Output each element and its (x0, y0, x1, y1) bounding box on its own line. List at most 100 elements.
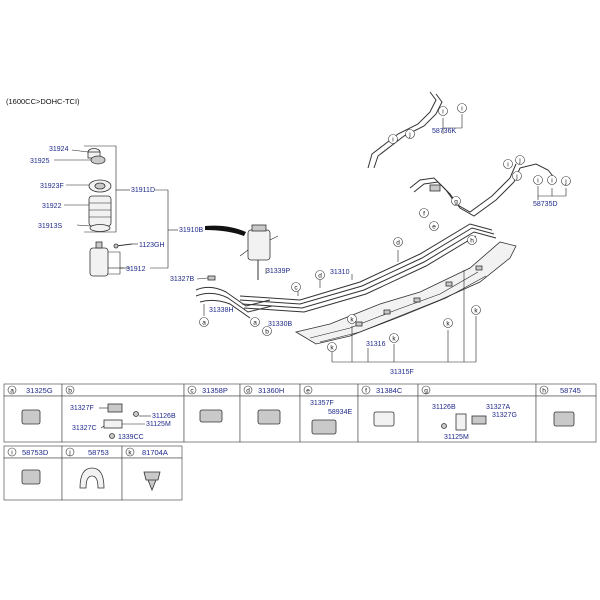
legend-letter-c: c (187, 385, 197, 395)
callout-h1: h (467, 235, 477, 245)
legend-letter-b: b (65, 385, 75, 395)
svg-text:a: a (202, 320, 206, 327)
pointer-arrow (205, 225, 246, 236)
svg-text:e: e (432, 224, 436, 231)
legend-k-fastener-icon (143, 471, 161, 492)
legend-table: a b c d e f g h i j k 31325G 31358P 3136… (3, 383, 597, 501)
callout-i2: i (438, 106, 448, 116)
legend-letter-j: j (65, 447, 75, 457)
part-label-31910b: 31910B (179, 227, 203, 234)
fuel-filter-housing (239, 224, 279, 280)
legend-code-j: 58753 (88, 448, 109, 457)
legend-b-1339cc: 1339CC (118, 434, 144, 441)
svg-text:j: j (68, 450, 70, 457)
legend-g-bracket-icon (455, 413, 467, 431)
svg-text:a: a (10, 388, 14, 395)
part-label-31925: 31925 (30, 158, 50, 165)
part-label-31310: 31310 (330, 269, 350, 276)
callout-g1: g (451, 196, 461, 206)
svg-text:h: h (542, 388, 546, 395)
legend-code-h: 58745 (560, 386, 581, 395)
legend-letter-k: k (125, 447, 135, 457)
part-label-31315f: 31315F (390, 369, 414, 376)
svg-text:d: d (246, 388, 250, 395)
callout-e1: e (429, 221, 439, 231)
legend-b-31125m: 31125M (146, 421, 171, 428)
svg-text:i: i (507, 162, 508, 169)
legend-letter-a: a (7, 385, 17, 395)
legend-code-a: 31325G (26, 386, 53, 395)
legend-letter-d: d (243, 385, 253, 395)
svg-text:k: k (474, 308, 478, 315)
legend-g-31125m: 31125M (444, 434, 469, 441)
svg-text:j: j (408, 132, 410, 139)
legend-d-clip-icon (257, 409, 281, 425)
part-label-58736k: 58736K (432, 128, 456, 135)
legend-g-31327a: 31327A (486, 404, 510, 411)
part-label-31330b: 31330B (268, 321, 292, 328)
legend-b-31327f: 31327F (70, 405, 94, 412)
legend-b-bracket-icon (107, 403, 123, 413)
vapor-lines: 58736K 58735D (367, 91, 567, 217)
hose-group-left: 31327B 31338H 31339P 31330B (170, 268, 292, 328)
callout-i3: i (457, 103, 467, 113)
legend-code-f: 31384C (376, 386, 403, 395)
callout-j4: j (405, 129, 415, 139)
variant-caption: (1600CC>DOHC-TCI) (6, 97, 80, 106)
part-label-31338h: 31338H (209, 307, 234, 314)
callout-a2: a (250, 317, 260, 327)
callout-f1: f (419, 208, 429, 218)
legend-b-31327c: 31327C (72, 425, 97, 432)
legend-e-clip-icon (311, 419, 337, 435)
callout-i1: i (388, 134, 398, 144)
legend-letter-f: f (361, 385, 371, 395)
svg-text:j: j (515, 174, 517, 181)
legend-code-k: 81704A (142, 448, 168, 457)
callout-d2: d (393, 237, 403, 247)
legend-j-grommet-icon (79, 467, 105, 489)
svg-text:i: i (551, 178, 552, 185)
svg-text:b: b (68, 388, 72, 395)
legend-e-31357f: 31357F (310, 400, 334, 407)
legend-letter-g: g (421, 385, 431, 395)
legend-g-31126b: 31126B (432, 404, 456, 411)
legend-code-d: 31360H (258, 386, 284, 395)
callout-a1: a (199, 317, 209, 327)
legend-b-31126b: 31126B (152, 413, 176, 420)
svg-text:d: d (396, 240, 400, 247)
callout-d1: d (315, 270, 325, 280)
part-label-58735d: 58735D (533, 201, 558, 208)
legend-f-clip-icon (373, 411, 395, 427)
legend-h-clip-icon (553, 411, 575, 427)
fuel-filter-assembly: 31924 31925 31923F 31922 31913S 31911D 3… (30, 145, 203, 277)
legend-g-clip-icon (471, 415, 487, 425)
svg-text:b: b (265, 329, 269, 336)
part-label-31912: 31912 (126, 266, 146, 273)
legend-code-i: 58753D (22, 448, 49, 457)
callout-b1: b (262, 326, 272, 336)
part-label-31339p: 31339P (266, 268, 290, 275)
callout-c1: c (291, 282, 301, 292)
legend-c-clip-icon (199, 409, 223, 423)
svg-text:j: j (564, 179, 566, 186)
svg-text:k: k (392, 336, 396, 343)
callout-k5: k (471, 305, 481, 315)
callout-j1: j (515, 155, 525, 165)
frame-assembly: 31316 31315F (294, 241, 517, 376)
legend-b-nut-icon (109, 433, 115, 439)
part-label-31922: 31922 (42, 203, 62, 210)
callout-k1: k (327, 342, 337, 352)
svg-text:i: i (461, 106, 462, 113)
callout-k4: k (443, 318, 453, 328)
part-label-31923f: 31923F (40, 183, 64, 190)
legend-b-clip-icon (103, 419, 123, 429)
callout-j2: j (561, 176, 571, 186)
fuel-lines: 31310 (239, 223, 497, 313)
callout-k2: k (347, 314, 357, 324)
legend-a-clip-icon (21, 409, 41, 425)
callout-i6: i (547, 175, 557, 185)
legend-b-bolt-icon (133, 411, 139, 417)
part-label-31924: 31924 (49, 146, 69, 153)
legend-letter-h: h (539, 385, 549, 395)
